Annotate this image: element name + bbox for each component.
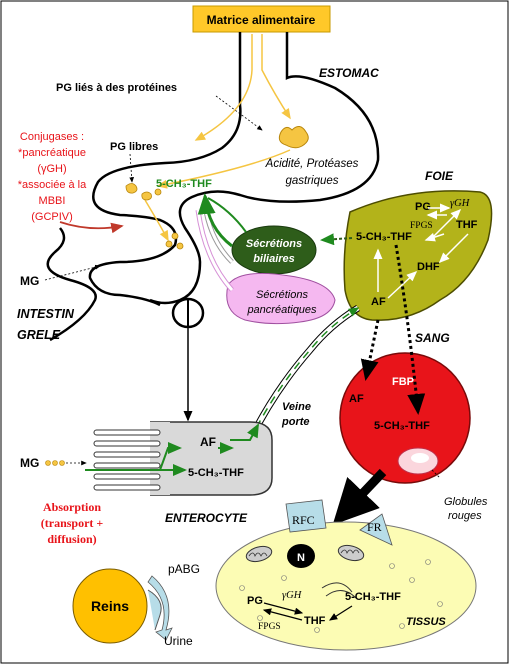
liver-af-label: AF	[371, 296, 386, 308]
mg-bottom-label: MG	[20, 456, 39, 470]
globules-pointer	[431, 469, 441, 479]
tissue-fpgs-label: FPGS	[258, 622, 281, 632]
liver-thf-label: THF	[456, 219, 478, 231]
liver-cycle-arrows	[373, 203, 469, 299]
fr-receptor	[359, 513, 393, 546]
kidney	[72, 568, 148, 644]
conjugase-pancreatique: *pancréatique	[18, 147, 86, 159]
tissue-thf-label: THF	[304, 615, 326, 627]
enterocyte-ch3thf-label: 5-CH₃-THF	[188, 467, 244, 479]
mitochondria	[245, 544, 365, 563]
reins-label: Reins	[91, 598, 129, 614]
digestive-tract-inner	[149, 32, 380, 305]
fbp-label: FBP	[392, 376, 414, 388]
mg-left-pointer	[44, 264, 101, 281]
tissus-label: TISSUS	[406, 616, 446, 628]
blood-ch3thf-label: 5-CH₃-THF	[374, 420, 430, 432]
pancreatic-duct	[195, 209, 234, 292]
vesicles	[239, 559, 443, 633]
grele-label: GRELE	[17, 328, 61, 342]
liver-ch3thf-label: 5-CH₃-THF	[356, 231, 412, 243]
food-particles-intestine	[125, 183, 184, 250]
conjugase-arrow	[59, 221, 124, 234]
conjugase-associee: *associée à la	[18, 179, 87, 191]
absorption-line1: Absorption	[43, 500, 101, 514]
conjugases-title: Conjugases :	[20, 131, 84, 143]
absorption-line2: (transport +	[41, 516, 104, 530]
pg-libres-label: PG libres	[110, 141, 158, 153]
intestin-label: INTESTIN	[17, 307, 75, 321]
pg-proteines-pointer	[215, 95, 263, 131]
tissue-ggh-label: γGH	[282, 590, 303, 601]
digestive-tract-outer	[88, 32, 242, 307]
enterocyte-label: ENTEROCYTE	[165, 511, 248, 525]
gastriques-label: gastriques	[285, 175, 338, 187]
liver-af-to-blood-arrow	[360, 319, 380, 381]
estomac-label: ESTOMAC	[319, 66, 379, 80]
liver-shape	[343, 190, 493, 321]
rfc-receptor	[285, 499, 327, 533]
tissue-cycle-arrows	[262, 602, 353, 621]
kidney-output-arrow	[147, 589, 162, 631]
mg-left-label: MG	[20, 274, 39, 288]
acidite-label: Acidité, Protéases	[265, 158, 359, 170]
pg-proteines-label: PG liés à des protéines	[56, 82, 177, 94]
bile-secretions-line1: Sécrétions	[246, 238, 302, 250]
foie-label: FOIE	[425, 169, 454, 183]
blood-af-label: AF	[349, 393, 364, 405]
conjugase-gcpiv: (GCPIV)	[31, 211, 73, 223]
tissue-pg-label: PG	[247, 595, 263, 607]
liver-pg-label: PG	[415, 201, 431, 213]
bile-secretions-line2: biliaires	[253, 253, 295, 265]
matrice-label: Matrice alimentaire	[207, 13, 316, 27]
pancreatic-secretions-shape	[226, 272, 336, 325]
nucleus	[287, 544, 315, 568]
blood-to-tissue-arrow	[332, 468, 387, 526]
food-particle-stomach	[278, 126, 309, 149]
mg-bottom-particles	[45, 460, 65, 466]
matrice-to-intestine-arrow	[194, 34, 253, 141]
globules-label: Globules	[444, 496, 488, 508]
pabg-label: pABG	[168, 562, 200, 576]
conjugase-ggh: (γGH)	[37, 163, 66, 175]
matrice-box	[192, 5, 331, 33]
conjugase-mbbi: MBBI	[39, 195, 66, 207]
urine-label: Urine	[164, 634, 193, 648]
bile-secretions-shape	[231, 225, 317, 275]
bile-to-intestine-arrow	[197, 193, 233, 248]
absorption-line3: diffusion)	[47, 532, 96, 546]
porte-label: porte	[281, 416, 310, 428]
rfc-label: RFC	[292, 513, 315, 527]
sang-label: SANG	[415, 331, 450, 345]
nucleus-label: N	[297, 552, 305, 564]
liver-ch3thf-to-blood-arrow	[394, 244, 426, 415]
enterocyte-to-vein-arrow	[230, 423, 259, 441]
rouges-label: rouges	[448, 510, 482, 522]
endoplasmic-reticulum	[321, 582, 357, 599]
stomach-to-pg-libres-arrow	[156, 149, 291, 189]
liver-to-bile-arrow	[320, 233, 353, 246]
ch3thf-enterohepatic-label: 5-CH₃-THF	[156, 178, 212, 190]
blood-circle	[339, 352, 471, 484]
pg-libres-to-mg-arrow	[144, 199, 169, 242]
portal-vein-flow	[249, 307, 360, 441]
pancreatic-secretions-line1: Sécrétions	[256, 289, 308, 301]
intestine-wall-left	[46, 227, 97, 342]
tissue-ch3thf-label: 5-CH₃-THF	[345, 591, 401, 603]
matrice-to-stomach-arrow	[261, 34, 291, 120]
liver-ggh-label: γGH	[450, 198, 471, 209]
enterocyte-af-label: AF	[200, 435, 216, 449]
veine-label: Veine	[282, 401, 311, 413]
liver-dhf-label: DHF	[417, 261, 440, 273]
pancreatic-secretions-line2: pancréatiques	[246, 304, 317, 316]
liver-fpgs-label: FPGS	[410, 221, 433, 231]
fr-label: FR	[367, 520, 382, 534]
pg-libres-pointer	[129, 153, 135, 183]
enterocyte-microvilli	[93, 429, 161, 491]
